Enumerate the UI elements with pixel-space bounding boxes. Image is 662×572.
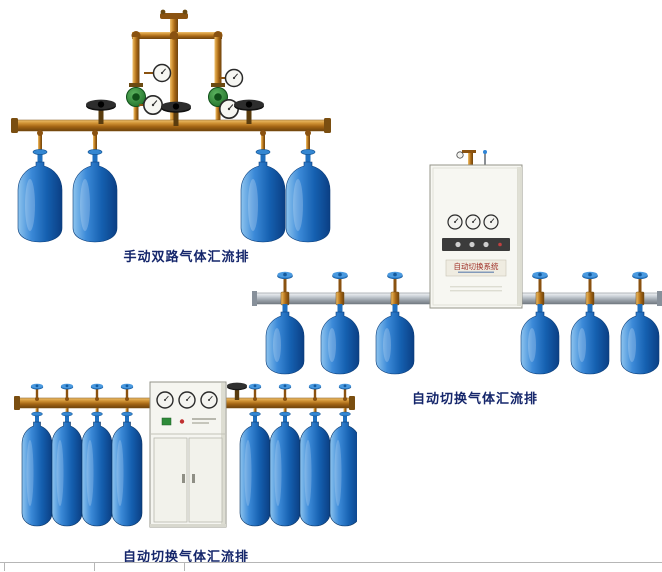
gas-cylinder xyxy=(265,303,305,375)
gas-cylinder xyxy=(21,411,53,527)
valve-handwheel-icon xyxy=(90,383,104,390)
door-handle-icon xyxy=(182,474,185,483)
control-knob-icon xyxy=(483,241,489,248)
product-auto-switch-manifold-2 xyxy=(12,378,361,554)
valve-handwheel-icon xyxy=(387,271,403,280)
valve-handwheel-icon xyxy=(308,383,322,390)
cylinder-valves xyxy=(30,383,352,415)
valve-handwheel-icon xyxy=(277,271,293,280)
gas-cylinder xyxy=(81,411,113,527)
gas-cylinder xyxy=(269,411,301,527)
pressure-gauge-icon xyxy=(156,391,174,409)
auto-switch-manifold-2-image xyxy=(14,381,361,528)
valve-handwheel-icon xyxy=(278,383,292,390)
valve-handwheel-icon xyxy=(632,271,648,280)
product-manual-dual-manifold xyxy=(6,6,336,250)
gas-cylinder xyxy=(72,148,118,243)
product-caption-auto-switch-2: 自动切换气体汇流排 xyxy=(122,550,249,565)
gas-cylinder xyxy=(51,411,83,527)
cabinet-label: 自动切换系统 xyxy=(454,261,499,271)
table-tick xyxy=(184,563,185,571)
control-cabinet: 自动切换系统 xyxy=(429,150,523,309)
valve-handwheel-icon xyxy=(248,383,262,390)
bottom-table-edge xyxy=(0,562,662,571)
manual-dual-manifold-image xyxy=(11,9,331,243)
table-tick xyxy=(4,563,5,571)
gas-cylinder xyxy=(320,303,360,375)
cylinder-connections xyxy=(37,130,311,153)
control-knob-icon xyxy=(455,241,461,248)
product-auto-switch-manifold: 自动切换系统 xyxy=(252,150,662,384)
product-caption-auto-switch-1: 自动切换气体汇流排 xyxy=(411,392,538,407)
pressure-gauges xyxy=(139,63,244,119)
cabinet-gauges xyxy=(447,214,499,230)
control-knob-icon xyxy=(469,241,475,248)
gas-cylinders xyxy=(265,303,660,375)
indicator-light-icon xyxy=(179,419,185,424)
control-strip xyxy=(442,238,510,251)
valve-handwheel-icon xyxy=(338,383,352,390)
indicator-light-icon xyxy=(498,242,502,247)
pressure-gauge-icon xyxy=(483,214,499,230)
gas-cylinder xyxy=(620,303,660,375)
control-cabinet xyxy=(149,381,227,528)
valve-handwheel-icon xyxy=(120,383,134,390)
product-caption-manual-dual: 手动双路气体汇流排 xyxy=(123,250,250,265)
pressure-gauge-icon xyxy=(200,391,218,409)
pipe-valve xyxy=(227,382,247,400)
gas-cylinder xyxy=(375,303,415,375)
gas-cylinder xyxy=(570,303,610,375)
gas-cylinder xyxy=(17,148,63,243)
valve-handwheel-icon xyxy=(60,383,74,390)
pressure-gauge-icon xyxy=(152,63,172,83)
door-handle-icon xyxy=(192,474,195,483)
gas-cylinder xyxy=(111,411,143,527)
small-gauge-icon xyxy=(456,151,464,159)
gas-cylinder xyxy=(299,411,331,527)
valve-handwheel-icon xyxy=(532,271,548,280)
pressure-regulators xyxy=(126,87,228,122)
gas-cylinder xyxy=(239,411,271,527)
gas-cylinder xyxy=(520,303,560,375)
auto-switch-manifold-image: 自动切换系统 xyxy=(252,150,662,375)
pressure-gauge-icon xyxy=(465,214,481,230)
pressure-gauge-icon xyxy=(447,214,463,230)
gas-cylinder xyxy=(329,411,361,527)
valve-handwheel-icon xyxy=(582,271,598,280)
pressure-gauge-icon xyxy=(143,95,163,115)
valve-handwheel-icon xyxy=(332,271,348,280)
cabinet-door-left xyxy=(153,437,188,523)
pressure-gauge-icon xyxy=(224,68,244,88)
valve-handwheel-icon xyxy=(30,383,44,390)
header-pipework xyxy=(129,9,225,122)
green-button-icon xyxy=(161,417,172,426)
main-manifold-pipe xyxy=(11,118,331,133)
table-tick xyxy=(94,563,95,571)
regulator xyxy=(126,87,146,122)
small-valve-icon xyxy=(483,150,487,154)
pressure-gauge-icon xyxy=(178,391,196,409)
